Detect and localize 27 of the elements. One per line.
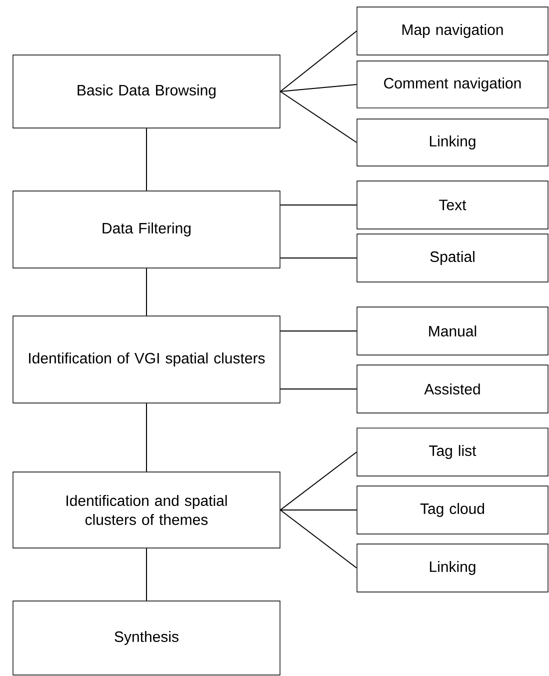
option-box: Tag cloud xyxy=(356,486,548,534)
step-box: Identification and spatial clusters of themes xyxy=(12,472,280,548)
step-box: Identification of VGI spatial clusters xyxy=(12,316,280,404)
connector-line xyxy=(280,510,358,568)
connector-line xyxy=(280,91,358,143)
connector-line xyxy=(280,452,358,510)
connector-line xyxy=(280,204,358,206)
connector-line xyxy=(146,548,147,602)
connector-line xyxy=(280,84,358,92)
step-box: Data Filtering xyxy=(12,190,280,268)
option-box: Map navigation xyxy=(356,6,548,56)
option-box: Linking xyxy=(356,544,548,592)
option-box: Manual xyxy=(356,306,548,356)
connector-line xyxy=(146,128,147,192)
option-box: Text xyxy=(356,180,548,230)
step-box: Basic Data Browsing xyxy=(12,54,280,128)
connector-line xyxy=(280,330,358,332)
connector-line xyxy=(280,388,358,390)
connector-line xyxy=(146,402,147,472)
connector-line xyxy=(146,268,147,316)
option-box: Comment navigation xyxy=(356,60,548,108)
option-box: Assisted xyxy=(356,364,548,414)
option-box: Tag list xyxy=(356,428,548,476)
step-box: Synthesis xyxy=(12,600,280,676)
option-box: Linking xyxy=(356,118,548,166)
option-box: Spatial xyxy=(356,234,548,282)
connector-line xyxy=(280,30,358,92)
